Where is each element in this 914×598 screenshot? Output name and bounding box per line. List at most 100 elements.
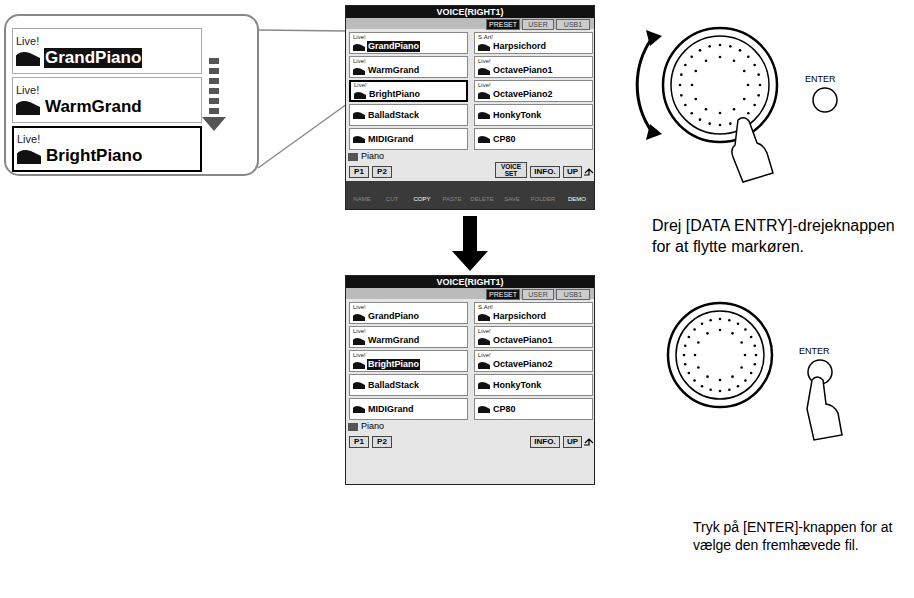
voice-name: MIDIGrand xyxy=(367,134,415,145)
screen-label: DEMO xyxy=(562,196,592,203)
voice-cell: Live!WarmGrand xyxy=(12,77,202,123)
voice-icon xyxy=(478,313,490,321)
voice-icon xyxy=(478,91,490,99)
screen-label: VOICE SET xyxy=(495,162,527,178)
voice-name: HonkyTonk xyxy=(492,380,542,391)
voice-cell: Live!BrightPiano xyxy=(349,80,468,102)
screen-label: P2 xyxy=(372,436,392,448)
voice-cell: CP80 xyxy=(474,128,593,150)
voice-cell: S.Art!Harpsichord xyxy=(474,32,593,54)
lcd-screen: VOICE(RIGHT1)Live!GrandPianoS.Art!Harpsi… xyxy=(345,275,595,485)
voice-cell: MIDIGrand xyxy=(349,128,468,150)
voice-prefix: Live! xyxy=(478,58,589,65)
voice-name: WarmGrand xyxy=(367,65,420,76)
voice-cell: Live!GrandPiano xyxy=(349,32,468,54)
voice-name: BalladStack xyxy=(367,380,420,391)
screen-label: ENTER xyxy=(805,74,847,84)
voice-prefix: Live! xyxy=(478,352,589,359)
screen-title: VOICE(RIGHT1) xyxy=(346,276,594,288)
screen-label: Piano xyxy=(361,421,421,431)
voice-prefix: S.Art! xyxy=(478,304,589,311)
voice-cell: Live!WarmGrand xyxy=(349,326,468,348)
instruction-caption: Tryk på [ENTER]-knappen for at vælge den… xyxy=(693,518,911,554)
voice-cell: S.Art!Harpsichord xyxy=(474,302,593,324)
voice-name: BrightPiano xyxy=(45,146,143,166)
voice-cell: BalladStack xyxy=(349,374,468,396)
voice-name: OctavePiano2 xyxy=(492,359,554,370)
voice-icon xyxy=(353,337,365,345)
voice-prefix: Live! xyxy=(353,328,464,335)
screen-label: Piano xyxy=(361,151,421,161)
voice-icon xyxy=(353,67,365,75)
screen-tab: PRESET xyxy=(486,289,520,300)
voice-prefix: Live! xyxy=(353,34,464,41)
voice-icon xyxy=(478,405,490,413)
voice-cell: Live!OctavePiano1 xyxy=(474,326,593,348)
voice-icon xyxy=(353,381,365,389)
screen-label: UP xyxy=(563,166,582,178)
voice-cell: HonkyTonk xyxy=(474,104,593,126)
voice-name: Harpsichord xyxy=(492,41,547,52)
voice-name: OctavePiano2 xyxy=(492,89,554,100)
voice-cell: Live!BrightPiano xyxy=(12,126,202,172)
voice-name: WarmGrand xyxy=(367,335,420,346)
voice-name: OctavePiano1 xyxy=(492,335,554,346)
voice-icon xyxy=(478,43,490,51)
screen-label: PASTE xyxy=(437,196,467,203)
voice-icon xyxy=(353,405,365,413)
voice-icon xyxy=(478,67,490,75)
voice-cell: Live!GrandPiano xyxy=(349,302,468,324)
voice-icon xyxy=(16,99,40,115)
voice-cell: MIDIGrand xyxy=(349,398,468,420)
voice-name: OctavePiano1 xyxy=(492,65,554,76)
voice-name: Harpsichord xyxy=(492,311,547,322)
voice-prefix: Live! xyxy=(354,82,463,89)
screen-label: CUT xyxy=(377,196,407,203)
flow-arrow xyxy=(452,216,488,271)
voice-prefix: Live! xyxy=(16,35,198,48)
screen-label: UP xyxy=(563,436,582,448)
voice-prefix: Live! xyxy=(478,82,589,89)
instruction-caption: Drej [DATA ENTRY]-drejeknappen for at fl… xyxy=(652,216,910,258)
screen-tab: USER xyxy=(522,19,554,30)
voice-prefix: S.Art! xyxy=(478,34,589,41)
screen-label: INFO. xyxy=(530,166,560,178)
voice-cell: Live!OctavePiano2 xyxy=(474,350,593,372)
voice-prefix: Live! xyxy=(16,84,198,97)
voice-name: GrandPiano xyxy=(367,41,420,52)
voice-cell: HonkyTonk xyxy=(474,374,593,396)
voice-name: BalladStack xyxy=(367,110,420,121)
voice-icon xyxy=(353,135,365,143)
voice-prefix: Live! xyxy=(353,352,464,359)
voice-cell: Live!BrightPiano xyxy=(349,350,468,372)
voice-cell: Live!OctavePiano2 xyxy=(474,80,593,102)
voice-name: MIDIGrand xyxy=(367,404,415,415)
screen-label: FOLDER xyxy=(527,196,559,203)
voice-cell: Live!WarmGrand xyxy=(349,56,468,78)
screen-tab: USB1 xyxy=(556,19,590,30)
voice-name: CP80 xyxy=(492,134,517,145)
screen-label: P1 xyxy=(349,436,369,448)
screen-tab: PRESET xyxy=(486,19,520,30)
voice-name: HonkyTonk xyxy=(492,110,542,121)
voice-name: BrightPiano xyxy=(367,359,420,370)
voice-icon xyxy=(353,313,365,321)
voice-cell: BalladStack xyxy=(349,104,468,126)
screen-label: NAME xyxy=(347,196,377,203)
voice-icon xyxy=(478,111,490,119)
voice-name: WarmGrand xyxy=(44,97,143,117)
voice-name: CP80 xyxy=(492,404,517,415)
voice-icon xyxy=(354,91,366,99)
screen-label: INFO. xyxy=(530,436,560,448)
voice-name: GrandPiano xyxy=(367,311,420,322)
screen-label: DELETE xyxy=(467,196,497,203)
screen-tab: USB1 xyxy=(556,289,590,300)
voice-prefix: Live! xyxy=(478,328,589,335)
voice-cell: Live!GrandPiano xyxy=(12,28,202,74)
voice-icon xyxy=(16,50,40,66)
voice-name: BrightPiano xyxy=(368,89,421,100)
voice-icon xyxy=(17,148,41,164)
lcd-screen: VOICE(RIGHT1)Live!GrandPianoS.Art!Harpsi… xyxy=(345,5,595,210)
voice-prefix: Live! xyxy=(17,133,197,146)
screen-title: VOICE(RIGHT1) xyxy=(346,6,594,18)
